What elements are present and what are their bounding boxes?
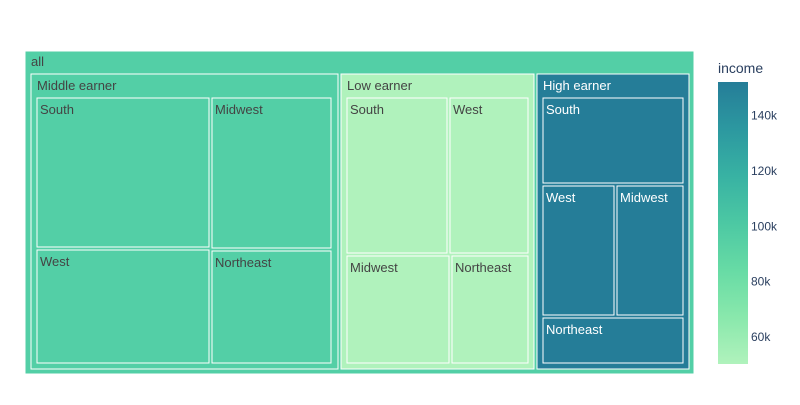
leaf-label-high-earner-west: West	[546, 190, 576, 205]
leaf-middle-earner-northeast[interactable]	[211, 250, 332, 364]
group-label-low-earner: Low earner	[347, 78, 413, 93]
leaf-label-high-earner-midwest: Midwest	[620, 190, 668, 205]
leaf-high-earner-south[interactable]	[542, 97, 684, 184]
colorbar-tick-label: 100k	[751, 219, 778, 233]
leaf-label-middle-earner-south: South	[40, 102, 74, 117]
colorbar-title: income	[718, 60, 764, 76]
group-label-high-earner: High earner	[543, 78, 612, 93]
leaf-high-earner-midwest[interactable]	[616, 185, 684, 316]
colorbar	[718, 82, 748, 364]
leaf-label-low-earner-midwest: Midwest	[350, 260, 398, 275]
leaf-low-earner-south[interactable]	[346, 97, 448, 254]
leaf-low-earner-west[interactable]	[449, 97, 529, 254]
leaf-high-earner-northeast[interactable]	[542, 317, 684, 364]
colorbar-tick-label: 120k	[751, 164, 778, 178]
leaf-label-low-earner-west: West	[453, 102, 483, 117]
leaf-label-low-earner-south: South	[350, 102, 384, 117]
root-label: all	[31, 54, 44, 69]
leaf-label-middle-earner-midwest: Midwest	[215, 102, 263, 117]
leaf-middle-earner-midwest[interactable]	[211, 97, 332, 249]
leaf-label-low-earner-northeast: Northeast	[455, 260, 512, 275]
colorbar-tick-label: 80k	[751, 275, 771, 289]
leaf-middle-earner-south[interactable]	[36, 97, 210, 248]
group-label-middle-earner: Middle earner	[37, 78, 117, 93]
colorbar-tick-label: 140k	[751, 109, 778, 123]
leaf-label-high-earner-northeast: Northeast	[546, 322, 603, 337]
leaf-low-earner-midwest[interactable]	[346, 255, 450, 364]
leaf-label-middle-earner-northeast: Northeast	[215, 255, 272, 270]
leaf-low-earner-northeast[interactable]	[451, 255, 529, 364]
leaf-label-middle-earner-west: West	[40, 254, 70, 269]
leaf-middle-earner-west[interactable]	[36, 249, 210, 364]
colorbar-tick-label: 60k	[751, 330, 771, 344]
leaf-high-earner-west[interactable]	[542, 185, 615, 316]
leaf-label-high-earner-south: South	[546, 102, 580, 117]
